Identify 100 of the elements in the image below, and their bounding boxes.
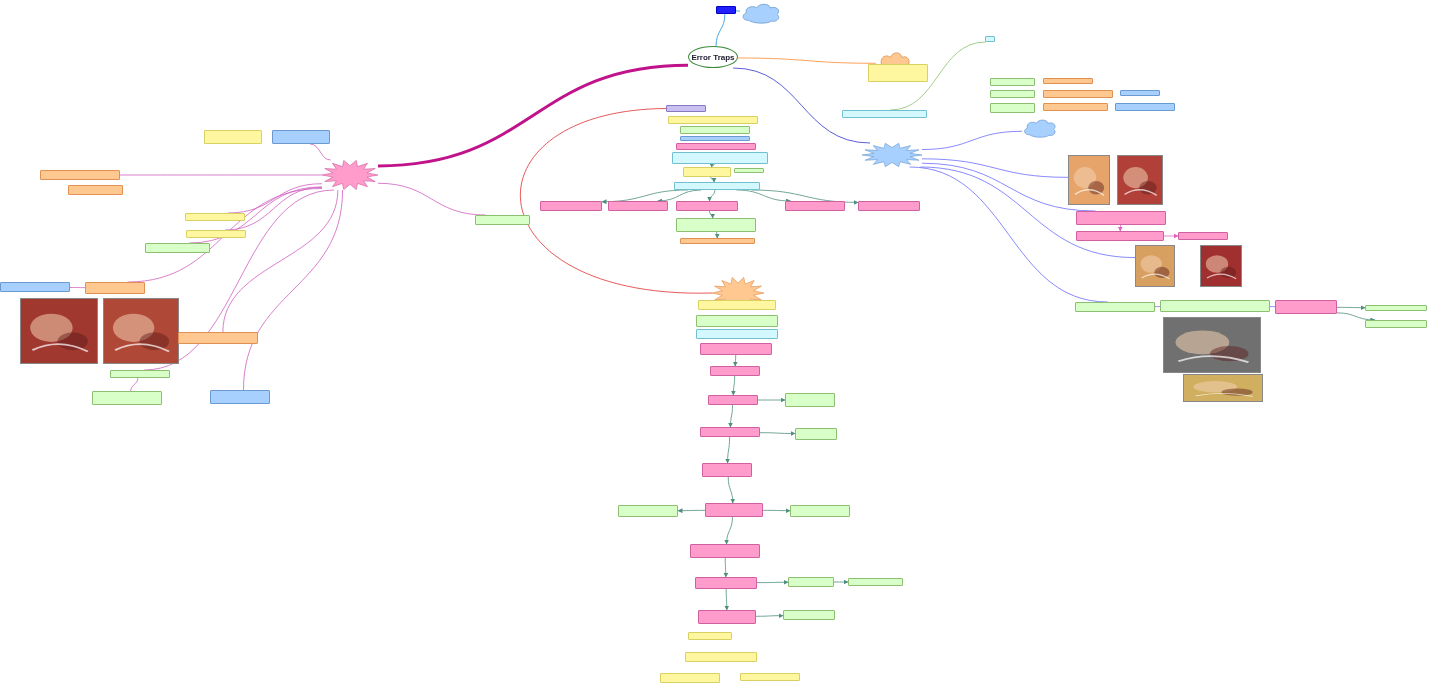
note-box (680, 136, 750, 141)
connector-line (732, 67, 871, 144)
note-box (790, 505, 850, 517)
photo-placeholder (1068, 155, 1110, 205)
connector-line (920, 166, 1136, 258)
note-box (1275, 300, 1337, 314)
photo-placeholder (1135, 245, 1175, 287)
note-box (710, 366, 760, 376)
note-box (0, 282, 70, 292)
photo-placeholder (1163, 317, 1261, 373)
arrow (1117, 224, 1123, 232)
photo-placeholder (103, 298, 179, 364)
connector-line (737, 57, 877, 64)
note-box (858, 201, 920, 211)
note-box (700, 343, 772, 355)
connector-line (188, 186, 323, 244)
note-box (272, 130, 330, 144)
note-box (842, 110, 927, 118)
note-box (1043, 78, 1093, 84)
connector-line (1154, 306, 1161, 307)
note-box (990, 90, 1035, 98)
note-box (696, 329, 778, 339)
note-box (695, 577, 757, 589)
note-box (1075, 302, 1155, 312)
note-box (1178, 232, 1228, 240)
note-box (868, 64, 928, 82)
connector-line (222, 189, 339, 333)
note-box (698, 610, 756, 624)
arrow (709, 162, 715, 168)
note-box (700, 427, 760, 437)
note-box (1115, 103, 1175, 111)
note-box (210, 390, 270, 404)
note-box (1365, 320, 1427, 328)
connector-line (227, 183, 323, 214)
note-box (660, 673, 720, 683)
note-box (1120, 90, 1160, 96)
note-box (92, 391, 162, 405)
note-box (795, 428, 837, 440)
note-box (848, 578, 903, 586)
note-box (178, 332, 258, 344)
connector-line (377, 182, 486, 216)
note-box (185, 213, 245, 221)
photo-placeholder (1200, 245, 1242, 287)
note-box (690, 544, 760, 558)
photo-placeholder (20, 298, 98, 364)
topic-title: Error Traps (691, 52, 735, 62)
note-box (40, 170, 120, 180)
note-box (1043, 90, 1113, 98)
connector-line (909, 166, 1109, 303)
note-box (668, 116, 758, 124)
note-box (734, 168, 764, 173)
note-box (705, 503, 763, 517)
note-box (685, 652, 757, 662)
note-box (676, 201, 738, 211)
note-box (990, 78, 1035, 86)
note-box (618, 505, 678, 517)
connector-line (127, 188, 323, 283)
connector-line (520, 108, 713, 294)
note-box (186, 230, 246, 238)
note-box (785, 393, 835, 407)
connector-line (921, 158, 1069, 178)
note-box (708, 395, 758, 405)
note-box (696, 315, 778, 327)
note-box (85, 282, 145, 294)
connector-line (69, 287, 86, 289)
note-box (540, 201, 602, 211)
connector-line (309, 143, 332, 161)
note-box (1076, 211, 1166, 225)
note-box (1365, 305, 1427, 311)
connector-line (889, 41, 987, 111)
connector-line (921, 162, 1096, 212)
connector-line (377, 63, 689, 168)
note-box (475, 215, 530, 225)
note-box (698, 300, 776, 310)
note-box (204, 130, 262, 144)
note-box (110, 370, 170, 378)
note-box (676, 218, 756, 232)
note-box (985, 36, 995, 42)
note-box (680, 126, 750, 134)
note-box (740, 673, 800, 681)
connector-line (715, 13, 726, 47)
note-box (783, 610, 835, 620)
note-box (788, 577, 834, 587)
note-box (785, 201, 845, 211)
connector-line (1269, 306, 1276, 308)
note-box (702, 463, 752, 477)
note-box (680, 238, 755, 244)
note-box (145, 243, 210, 253)
note-box (608, 201, 668, 211)
connector-line (143, 189, 335, 371)
note-box (688, 632, 732, 640)
connector-line (921, 130, 1023, 150)
connector-line (735, 10, 741, 12)
connector-line (130, 377, 139, 392)
arrow (714, 231, 720, 239)
note-box (683, 167, 731, 177)
note-box (1160, 300, 1270, 312)
connector-line (119, 174, 323, 176)
note-box (676, 143, 756, 150)
note-box (68, 185, 123, 195)
